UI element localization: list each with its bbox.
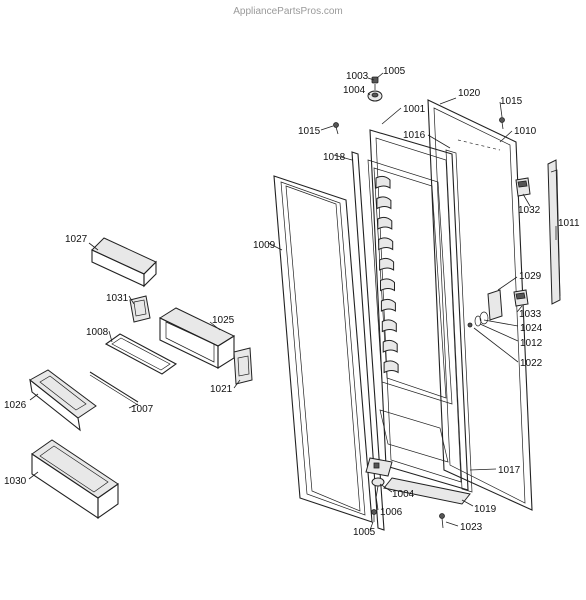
label-1011: 1011 [558, 218, 580, 229]
bin-1030-drawing [31, 439, 119, 520]
door-shelf-rib [376, 196, 392, 210]
door-shelf-rib [383, 360, 399, 374]
door-shelf-rib [380, 298, 396, 312]
label-1004-bottom: 1004 [392, 489, 415, 500]
door-gasket-drawing [273, 175, 373, 523]
label-1008: 1008 [86, 327, 109, 338]
block-1031-drawing [129, 295, 151, 323]
door-liner-drawing [367, 129, 469, 491]
door-shelf-rib [375, 175, 391, 189]
label-1015-right: 1015 [500, 96, 523, 107]
liner-gasket-drawing [445, 149, 473, 493]
label-1027: 1027 [65, 234, 88, 245]
top-hinge-drawing [367, 76, 383, 102]
label-1022: 1022 [520, 358, 543, 369]
screw-1023-drawing [439, 513, 445, 529]
outer-door-panel-drawing [427, 99, 533, 511]
screw-1015-right-drawing [499, 117, 505, 130]
door-shelf-rib [381, 319, 397, 333]
label-1026: 1026 [4, 400, 27, 411]
label-1019: 1019 [474, 504, 497, 515]
door-shelf-rib [380, 278, 395, 292]
label-1020: 1020 [458, 88, 481, 99]
label-1030: 1030 [4, 476, 27, 487]
label-1016: 1016 [403, 130, 426, 141]
label-1003: 1003 [346, 71, 369, 82]
frame-1008-drawing [104, 333, 178, 375]
screw-1015-left-drawing [333, 122, 339, 135]
bottom-plate-drawing [383, 477, 471, 505]
label-1029: 1029 [519, 271, 542, 282]
rod-1007-drawing [89, 371, 139, 406]
box-1025-drawing [158, 307, 236, 369]
label-1005-bottom: 1005 [353, 527, 376, 538]
label-1007: 1007 [131, 404, 154, 415]
clip-1033-drawing [513, 289, 529, 307]
label-1031: 1031 [106, 293, 129, 304]
label-1004-top: 1004 [343, 85, 366, 96]
door-shelf-rib [382, 339, 398, 353]
leader-lines [28, 72, 557, 531]
door-strip-drawing [351, 151, 385, 531]
label-1021: 1021 [210, 384, 233, 395]
handle-bar-drawing [547, 159, 561, 305]
bin-1027-drawing [91, 237, 157, 288]
label-1024: 1024 [520, 323, 543, 334]
label-1006: 1006 [380, 507, 403, 518]
door-shelf-rib [379, 257, 395, 271]
door-shelf-rib [378, 237, 394, 251]
label-1001: 1001 [403, 104, 426, 115]
handle-mount-drawing [467, 289, 503, 328]
door-shelf-rib [377, 216, 393, 230]
label-1005-top: 1005 [383, 66, 406, 77]
label-1032: 1032 [518, 205, 541, 216]
tray-1026-drawing [29, 369, 97, 432]
clip-1032-drawing [515, 177, 531, 197]
label-1023: 1023 [460, 522, 483, 533]
label-1009: 1009 [253, 240, 276, 251]
label-1018: 1018 [323, 152, 346, 163]
label-1015-left: 1015 [298, 126, 321, 137]
label-1012: 1012 [520, 338, 543, 349]
watermark: AppliancePartsPros.com [233, 6, 343, 17]
label-1033: 1033 [519, 309, 542, 320]
bottom-hinge-drawing [365, 457, 393, 522]
label-1010: 1010 [514, 126, 537, 137]
label-1025: 1025 [212, 315, 235, 326]
part-1021-drawing [233, 347, 253, 385]
label-1017: 1017 [498, 465, 521, 476]
